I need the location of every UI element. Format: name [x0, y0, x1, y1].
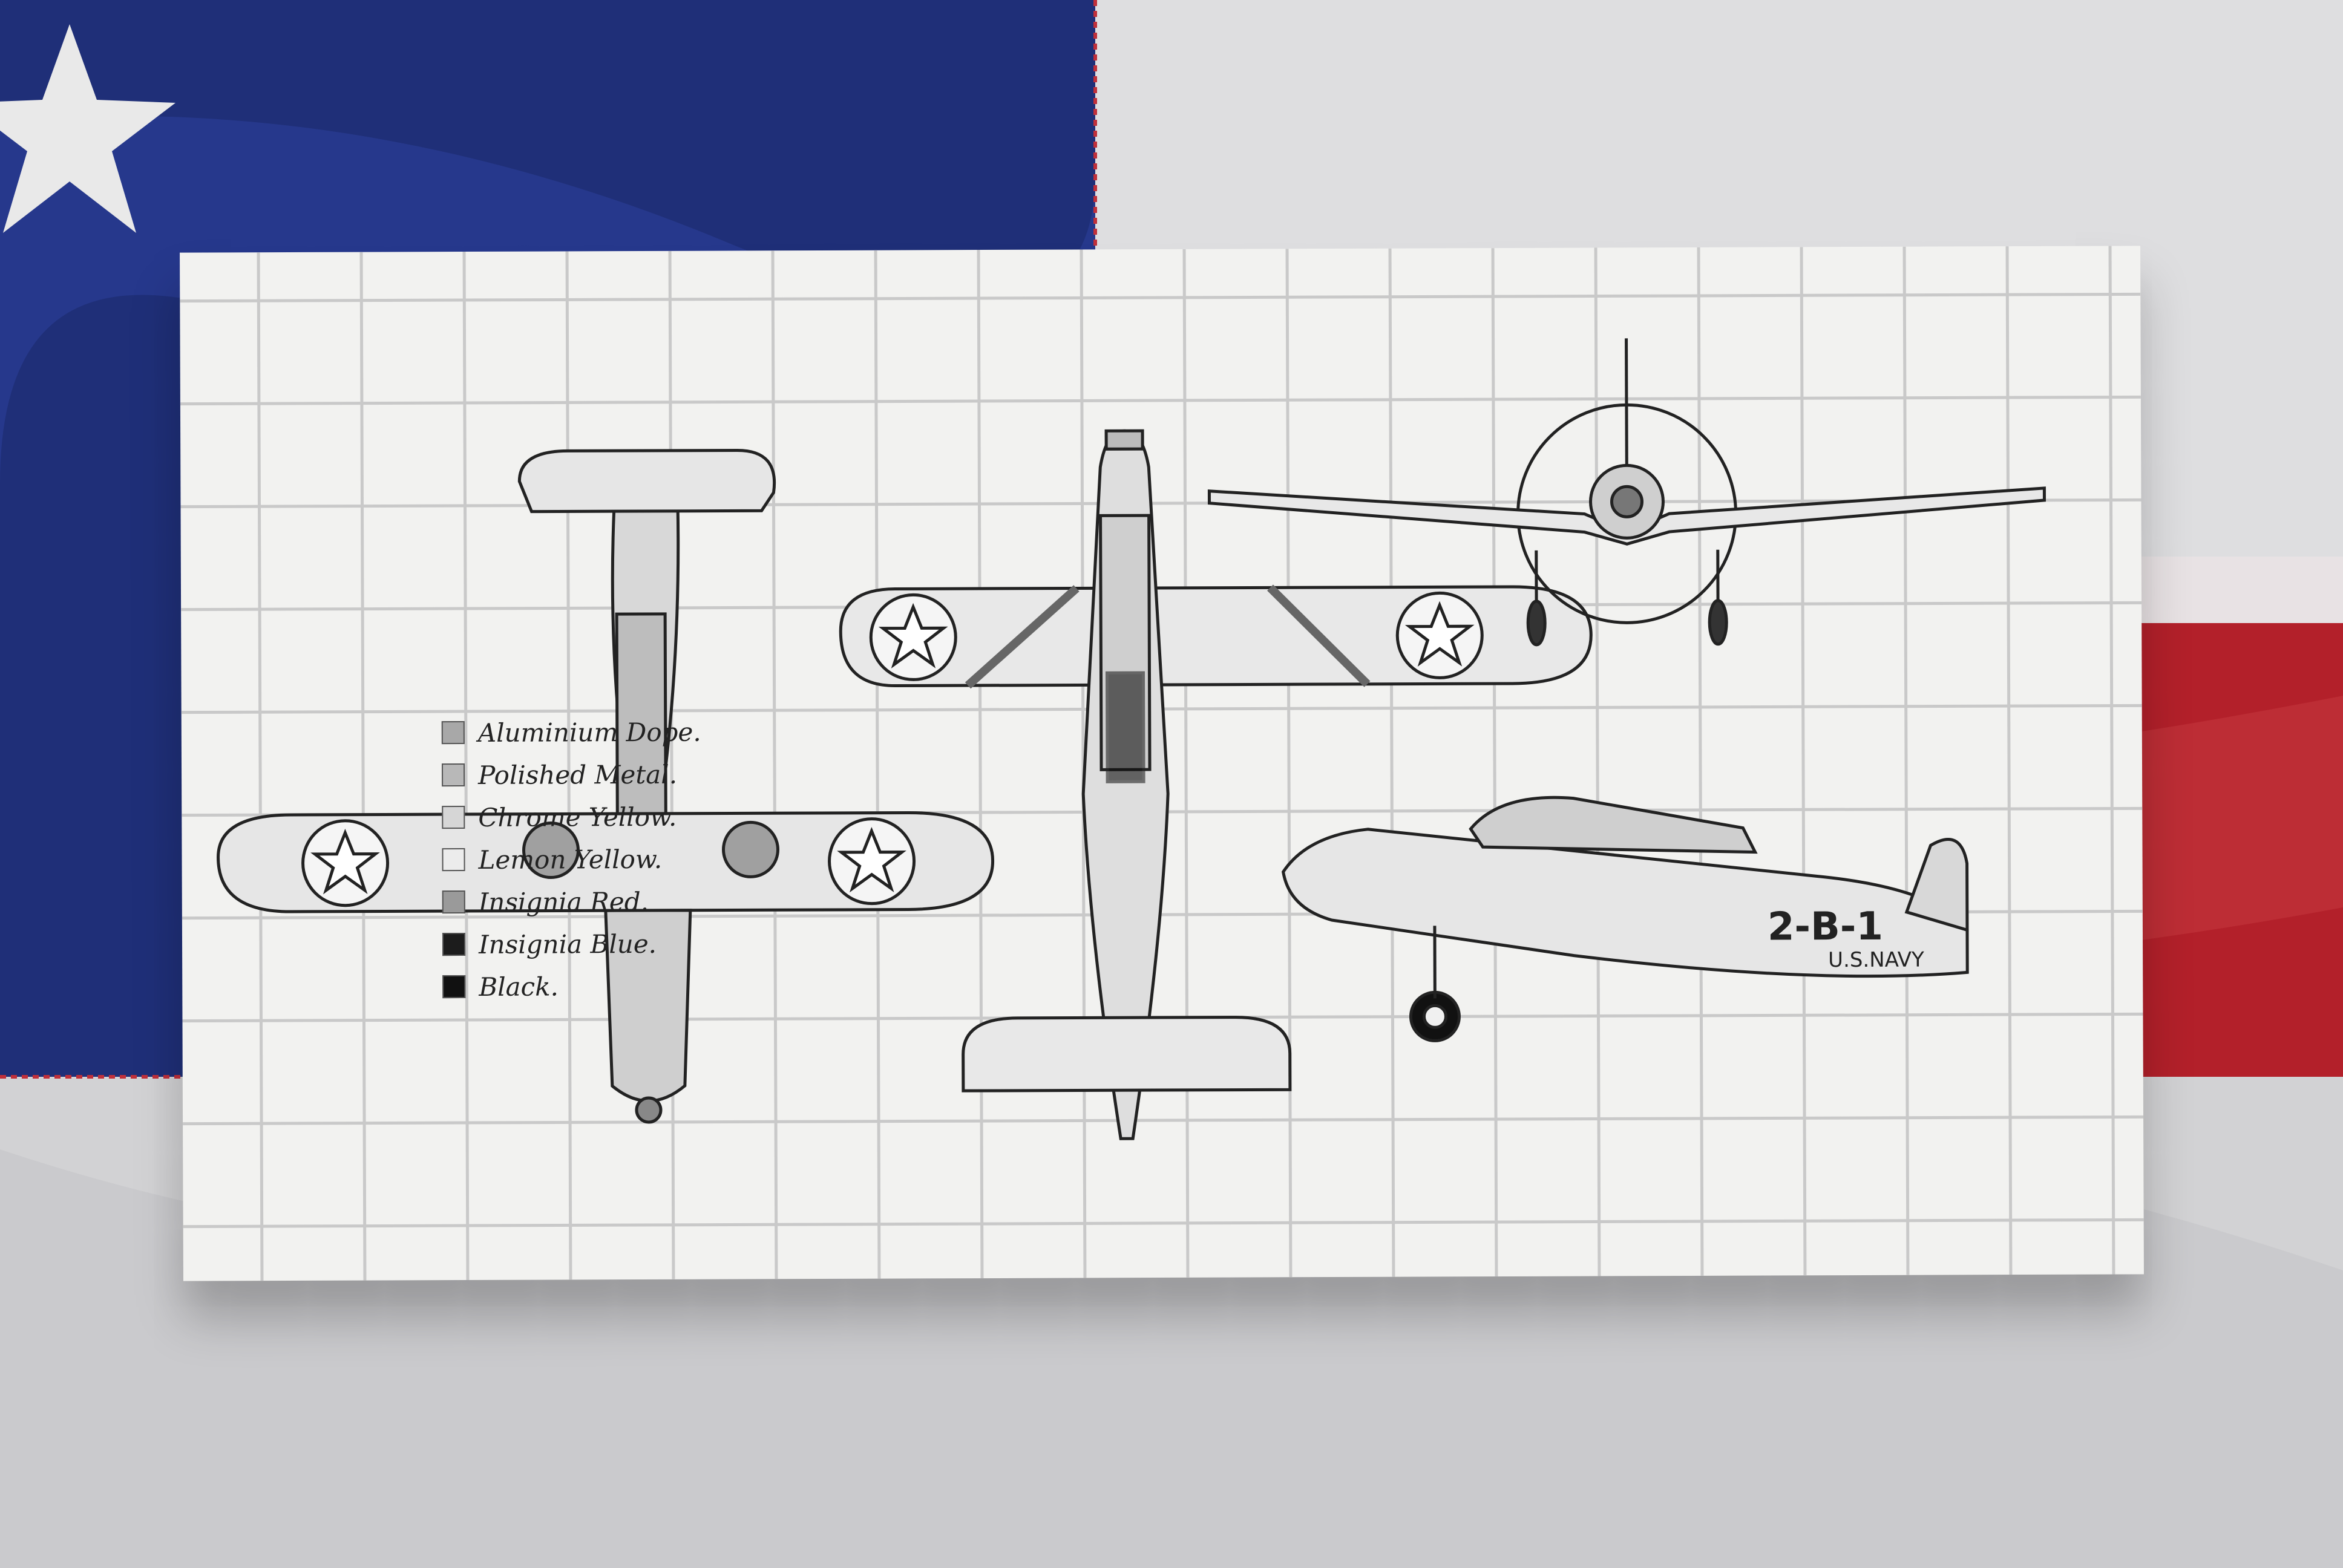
legend-item: Insignia Red. [442, 880, 702, 923]
aircraft-underside-view [217, 448, 995, 1124]
legend-item: Polished Metal. [441, 753, 701, 796]
color-swatch [442, 806, 465, 829]
star-icon [0, 24, 175, 233]
legend-item: Lemon Yellow. [442, 838, 701, 881]
navy-marking-text: U.S.NAVY [1828, 948, 1924, 973]
legend-label: Aluminium Dope. [477, 717, 701, 748]
color-swatch [442, 890, 465, 914]
legend-label: Black. [479, 971, 559, 1002]
legend-label: Insignia Blue. [478, 929, 657, 959]
color-swatch [442, 933, 466, 956]
model-kit-box: 2-B-1 U.S.NAVY Aluminium Dope. Polished … [180, 246, 2144, 1281]
box-artwork: 2-B-1 U.S.NAVY [180, 246, 2144, 1281]
side-code-text: 2-B-1 [1768, 904, 1883, 950]
legend-item: Chrome Yellow. [442, 795, 701, 838]
legend-item: Black. [442, 965, 702, 1008]
color-swatch [441, 721, 465, 745]
legend-label: Lemon Yellow. [478, 844, 663, 875]
legend-label: Chrome Yellow. [478, 802, 677, 832]
color-swatch [442, 848, 465, 872]
legend-item: Aluminium Dope. [441, 711, 701, 754]
legend-label: Polished Metal. [477, 759, 678, 790]
color-legend: Aluminium Dope. Polished Metal. Chrome Y… [441, 711, 703, 1008]
color-swatch [442, 975, 466, 999]
color-swatch [441, 763, 465, 787]
aircraft-top-view [839, 429, 1593, 1140]
aircraft-front-view [1207, 338, 2046, 647]
legend-label: Insignia Red. [478, 886, 649, 917]
legend-item: Insignia Blue. [442, 923, 702, 965]
aircraft-side-view: 2-B-1 U.S.NAVY [1281, 795, 1969, 1042]
